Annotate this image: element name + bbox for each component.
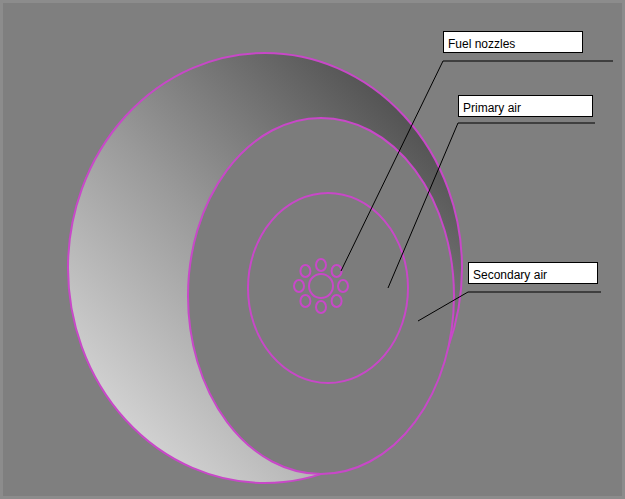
leader-lines — [341, 61, 613, 321]
callout-box: Primary air — [458, 95, 593, 117]
nozzle-hole — [332, 295, 342, 307]
nozzle-hole — [338, 280, 348, 292]
primary-air-ring — [248, 193, 408, 383]
nozzle-hole — [316, 301, 326, 313]
fuel-nozzle-holes — [294, 259, 348, 313]
nozzle-hole — [294, 280, 304, 292]
callout-box: Fuel nozzles — [443, 31, 583, 53]
label-underline — [458, 123, 595, 124]
secondary-air-ring — [188, 118, 454, 474]
leader-line — [388, 123, 458, 288]
leader-line — [418, 292, 468, 321]
center-bore — [309, 274, 333, 298]
nozzle-hole — [316, 259, 326, 271]
callout-label: Fuel nozzles — [448, 37, 515, 52]
burner-illustration — [3, 3, 625, 499]
callout-label: Secondary air — [473, 268, 547, 283]
label-underline — [468, 292, 601, 293]
burner-outer-rim — [68, 53, 462, 483]
nozzle-hole — [300, 265, 310, 277]
callout-box: Secondary air — [468, 262, 598, 284]
connector-layer — [3, 3, 625, 499]
nozzle-hole — [332, 265, 342, 277]
nozzle-hole — [300, 295, 310, 307]
leader-line — [341, 61, 443, 271]
label-underline — [443, 61, 613, 62]
callout-label: Primary air — [463, 101, 521, 116]
